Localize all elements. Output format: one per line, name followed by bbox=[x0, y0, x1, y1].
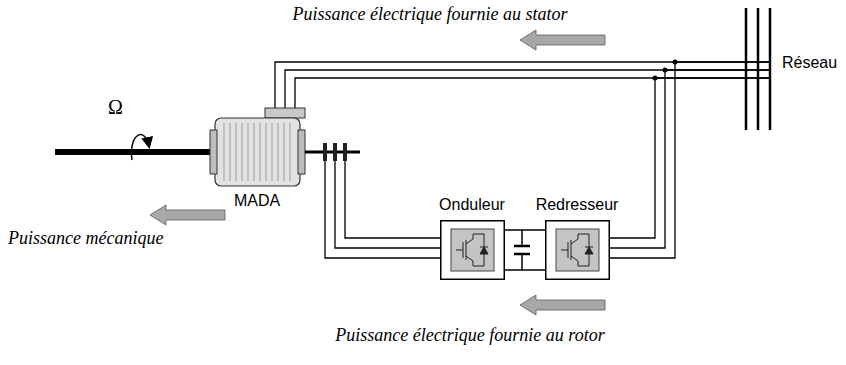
node-label: Réseau bbox=[782, 54, 837, 71]
bus-bar bbox=[757, 8, 760, 130]
wire bbox=[275, 62, 770, 108]
converter-module bbox=[451, 229, 494, 271]
node-label-wrap: Redresseur bbox=[536, 196, 619, 214]
slip-ring bbox=[333, 143, 337, 161]
end-shield bbox=[298, 130, 305, 174]
igbt-symbol bbox=[561, 234, 593, 266]
shaft bbox=[55, 149, 216, 155]
wire bbox=[505, 269, 545, 270]
power-flow-arrow bbox=[520, 30, 605, 50]
converter-box: Redresseur bbox=[545, 220, 610, 280]
rotation-arrow bbox=[131, 135, 149, 160]
machine-body bbox=[215, 118, 300, 186]
bus-bar bbox=[745, 8, 748, 130]
label-wrap: Puissance mécanique bbox=[8, 228, 163, 249]
wire bbox=[325, 161, 440, 258]
power-flow-arrow bbox=[520, 295, 605, 315]
slip-ring bbox=[343, 143, 347, 161]
wire bbox=[285, 70, 770, 108]
converter-outline bbox=[546, 221, 610, 280]
power-label: Puissance électrique fournie au rotor bbox=[335, 325, 604, 345]
machine-shape bbox=[210, 108, 360, 188]
converter-shape bbox=[440, 220, 505, 280]
machine-node: MADA bbox=[210, 108, 360, 188]
slip-ring bbox=[323, 143, 327, 161]
power-label: Puissance électrique fournie au stator bbox=[293, 4, 568, 24]
wire bbox=[295, 78, 770, 108]
bus-shape bbox=[740, 8, 776, 130]
wire bbox=[335, 161, 440, 248]
label-wrap: Puissance électrique fournie au stator bbox=[293, 4, 568, 25]
power-flow-arrow bbox=[150, 205, 225, 225]
end-shield bbox=[210, 130, 217, 174]
node-label: Redresseur bbox=[536, 196, 619, 213]
capacitor-symbol bbox=[514, 230, 530, 270]
three-phase-wire bbox=[505, 230, 545, 270]
node-label-wrap: Réseau bbox=[782, 54, 837, 72]
wire bbox=[505, 229, 545, 230]
node-label-wrap: MADA bbox=[234, 192, 280, 210]
terminal-box bbox=[265, 108, 305, 118]
converter-outline bbox=[441, 221, 505, 280]
converter-shape bbox=[545, 220, 610, 280]
speed-symbol: Ω bbox=[108, 96, 123, 118]
three-phase-wire bbox=[325, 161, 440, 258]
node-label-wrap: Onduleur bbox=[439, 196, 505, 214]
three-phase-wire bbox=[275, 62, 770, 108]
converter-module bbox=[556, 229, 599, 271]
rotor-shaft bbox=[305, 151, 360, 154]
bus-bar bbox=[769, 8, 772, 130]
wire bbox=[345, 161, 440, 238]
label-wrap: Puissance électrique fournie au rotor bbox=[335, 325, 604, 346]
node-label: Onduleur bbox=[439, 196, 505, 213]
grid-bus: Réseau bbox=[740, 8, 776, 130]
converter-box: Onduleur bbox=[440, 220, 505, 280]
igbt-symbol bbox=[456, 234, 488, 266]
cooling-fins bbox=[224, 123, 290, 181]
node-label: MADA bbox=[234, 192, 280, 209]
label-wrap: Ω bbox=[108, 96, 123, 119]
power-label: Puissance mécanique bbox=[8, 228, 163, 248]
